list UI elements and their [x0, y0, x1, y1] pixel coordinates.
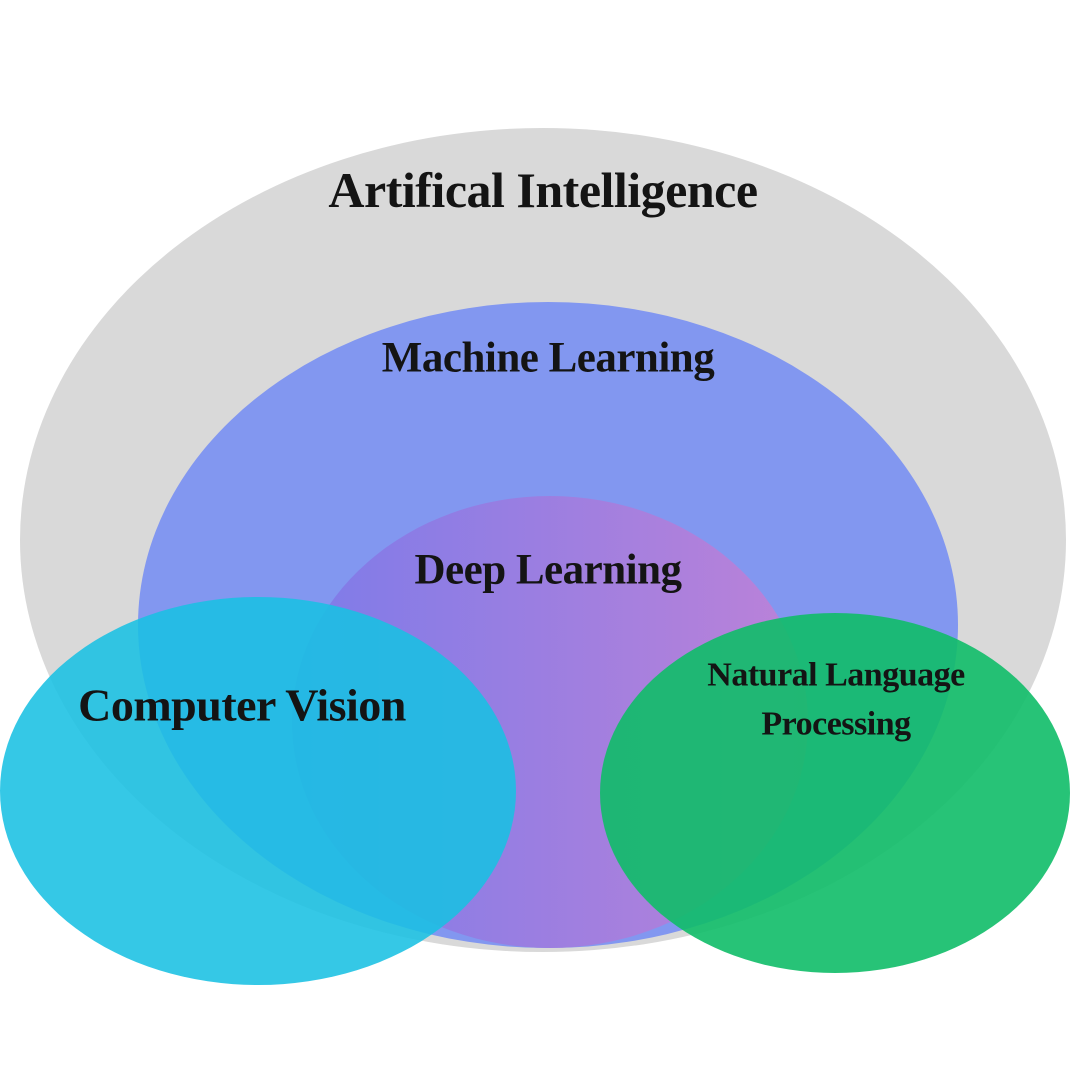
natural-language-processing-label: Natural Language Processing [626, 651, 1046, 750]
natural-language-processing-ellipse [600, 613, 1070, 973]
nlp-label-line-1: Natural Language [707, 656, 965, 694]
deep-learning-label: Deep Learning [414, 546, 682, 594]
nlp-label-line-2: Processing [761, 706, 911, 743]
machine-learning-label: Machine Learning [381, 334, 715, 382]
artificial-intelligence-label: Artifical Intelligence [328, 162, 758, 218]
computer-vision-ellipse [0, 597, 516, 985]
computer-vision-label: Computer Vision [78, 679, 406, 731]
